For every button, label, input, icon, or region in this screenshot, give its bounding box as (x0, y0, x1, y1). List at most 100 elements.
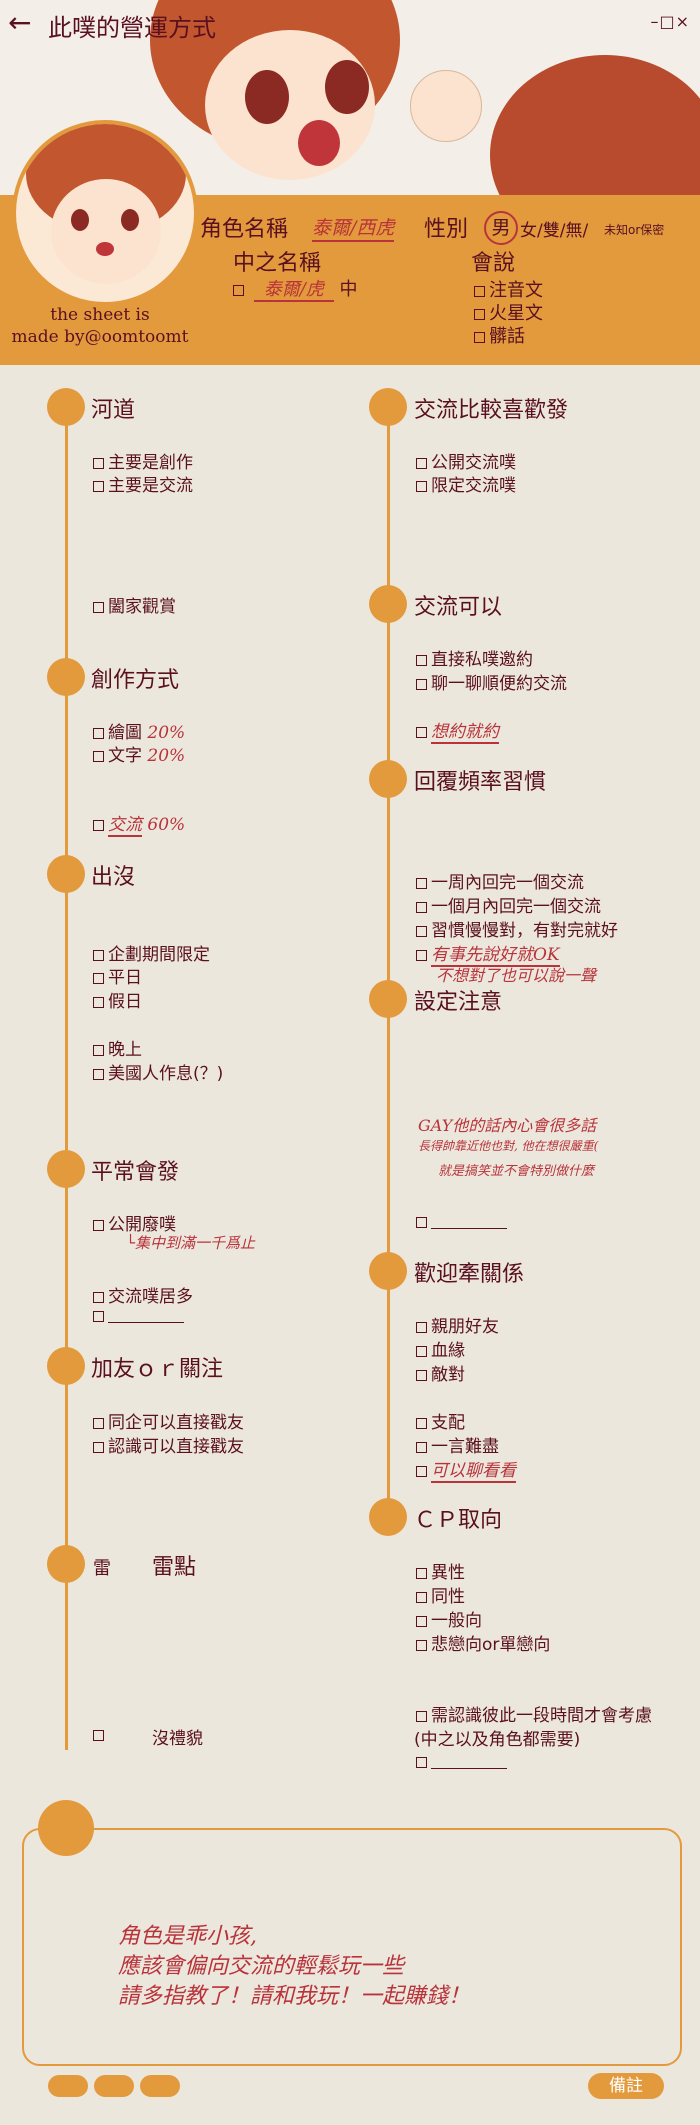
checkbox-item[interactable]: 一言難盡 (416, 1432, 499, 1457)
checkbox[interactable] (93, 1292, 104, 1303)
gender-selected[interactable]: 男 (484, 211, 518, 245)
checkbox-item[interactable]: 晚上 (93, 1035, 142, 1060)
window-controls[interactable]: –□× (650, 12, 690, 31)
checkbox[interactable] (93, 973, 104, 984)
checkbox[interactable] (416, 950, 427, 961)
checkbox[interactable] (93, 1442, 104, 1453)
checkbox-item[interactable]: 美國人作息(？) (93, 1059, 223, 1084)
checkbox-item[interactable]: 異性 (416, 1558, 465, 1583)
checkbox[interactable] (93, 1220, 104, 1231)
checkbox[interactable] (93, 1730, 104, 1741)
checkbox-item[interactable]: 公開交流噗 (416, 448, 516, 473)
checkbox[interactable] (416, 727, 427, 738)
checkbox-item[interactable]: 可以聊看看 (416, 1456, 516, 1483)
checkbox-item[interactable]: 認識可以直接戳友 (93, 1432, 244, 1457)
checkbox-item[interactable]: 平日 (93, 963, 142, 988)
checkbox[interactable] (93, 820, 104, 831)
avatar-eye-1 (71, 209, 89, 231)
speaks-option-0[interactable]: 注音文 (474, 276, 543, 302)
checkbox-item[interactable]: 公開廢噗 (93, 1210, 176, 1235)
checkbox[interactable] (93, 1311, 104, 1322)
checkbox-item-blank[interactable] (416, 1212, 507, 1232)
checkbox[interactable] (416, 1757, 427, 1768)
checkbox-item[interactable]: 一周內回完一個交流 (416, 868, 584, 893)
checkbox[interactable] (416, 458, 427, 469)
checkbox[interactable] (93, 950, 104, 961)
checkbox-item[interactable] (93, 1725, 108, 1745)
checkbox-item[interactable]: 假日 (93, 987, 142, 1012)
checkbox-item[interactable]: 文字 20% (93, 741, 185, 766)
checkbox-item[interactable]: 習慣慢慢對，有對完就好 (416, 916, 618, 941)
checkbox[interactable] (93, 728, 104, 739)
checkbox-item[interactable]: 交流噗居多 (93, 1282, 193, 1307)
checkbox[interactable] (93, 481, 104, 492)
checkbox-item[interactable]: 親朋好友 (416, 1312, 499, 1337)
handwritten-note: └集中到滿一千爲止 (126, 1234, 256, 1252)
checkbox-item[interactable]: 悲戀向or單戀向 (416, 1630, 550, 1655)
checkbox-item[interactable]: 闔家觀賞 (93, 592, 176, 617)
handwritten-value: 60% (147, 815, 186, 835)
checkbox[interactable] (416, 1418, 427, 1429)
page-pill-3[interactable] (140, 2075, 180, 2097)
checkbox-item[interactable]: 同企可以直接戳友 (93, 1408, 244, 1433)
checkbox-item[interactable]: 主要是交流 (93, 471, 193, 496)
checkbox[interactable] (416, 1442, 427, 1453)
speaks-option-1[interactable]: 火星文 (474, 299, 543, 325)
checkbox[interactable] (416, 1640, 427, 1651)
checkbox[interactable] (416, 878, 427, 889)
item-label: 沒禮貌 (152, 1729, 203, 1749)
checkbox[interactable] (93, 458, 104, 469)
checkbox[interactable] (416, 1711, 427, 1722)
page-pill-2[interactable] (94, 2075, 134, 2097)
checkbox-item[interactable]: 需認識彼此一段時間才會考慮 (416, 1701, 652, 1726)
notes-button[interactable]: 備註 (588, 2073, 664, 2099)
character-hair-right (490, 55, 700, 195)
checkbox[interactable] (416, 655, 427, 666)
checkbox-item[interactable]: 支配 (416, 1408, 465, 1433)
checkbox-item[interactable]: 一個月內回完一個交流 (416, 892, 601, 917)
checkbox-item[interactable]: 繪圖 20% (93, 718, 185, 743)
checkbox[interactable] (416, 679, 427, 690)
checkbox[interactable] (474, 309, 485, 320)
checkbox-item[interactable]: 同性 (416, 1582, 465, 1607)
checkbox[interactable] (474, 332, 485, 343)
checkbox-item-blank[interactable] (416, 1752, 507, 1772)
page-pill-1[interactable] (48, 2075, 88, 2097)
speaks-option-2[interactable]: 髒話 (474, 322, 525, 348)
item-label: 交流 (108, 815, 142, 837)
checkbox[interactable] (474, 286, 485, 297)
item-label: 一周內回完一個交流 (431, 873, 584, 893)
checkbox[interactable] (416, 902, 427, 913)
checkbox[interactable] (93, 1418, 104, 1429)
checkbox-item[interactable]: 聊一聊順便約交流 (416, 669, 567, 694)
checkbox-item[interactable]: 有事先說好就OK (416, 940, 560, 967)
checkbox-item[interactable]: 敵對 (416, 1360, 465, 1385)
checkbox[interactable] (416, 926, 427, 937)
checkbox-item[interactable]: 想約就約 (416, 717, 499, 744)
checkbox-item[interactable]: 交流 60% (93, 810, 186, 837)
checkbox-item[interactable]: 企劃期間限定 (93, 940, 210, 965)
checkbox[interactable] (416, 1346, 427, 1357)
checkbox-item[interactable]: 主要是創作 (93, 448, 193, 473)
checkbox-item[interactable]: 血緣 (416, 1336, 465, 1361)
checkbox[interactable] (416, 1370, 427, 1381)
checkbox-item-blank[interactable] (93, 1306, 184, 1326)
back-arrow-icon[interactable]: ← (8, 6, 32, 39)
checkbox[interactable] (416, 481, 427, 492)
checkbox[interactable] (416, 1592, 427, 1603)
checkbox[interactable] (416, 1466, 427, 1477)
checkbox[interactable] (416, 1217, 427, 1228)
checkbox[interactable] (416, 1568, 427, 1579)
item-label: 悲戀向or單戀向 (431, 1635, 551, 1655)
checkbox[interactable] (93, 602, 104, 613)
checkbox[interactable] (93, 1069, 104, 1080)
checkbox[interactable] (93, 997, 104, 1008)
checkbox-item[interactable]: 限定交流噗 (416, 471, 516, 496)
checkbox[interactable] (416, 1322, 427, 1333)
checkbox-item[interactable]: 直接私噗邀約 (416, 645, 533, 670)
checkbox[interactable] (416, 1616, 427, 1627)
player-name-checkbox[interactable] (233, 285, 244, 296)
checkbox[interactable] (93, 751, 104, 762)
checkbox[interactable] (93, 1045, 104, 1056)
checkbox-item[interactable]: 一般向 (416, 1606, 482, 1631)
